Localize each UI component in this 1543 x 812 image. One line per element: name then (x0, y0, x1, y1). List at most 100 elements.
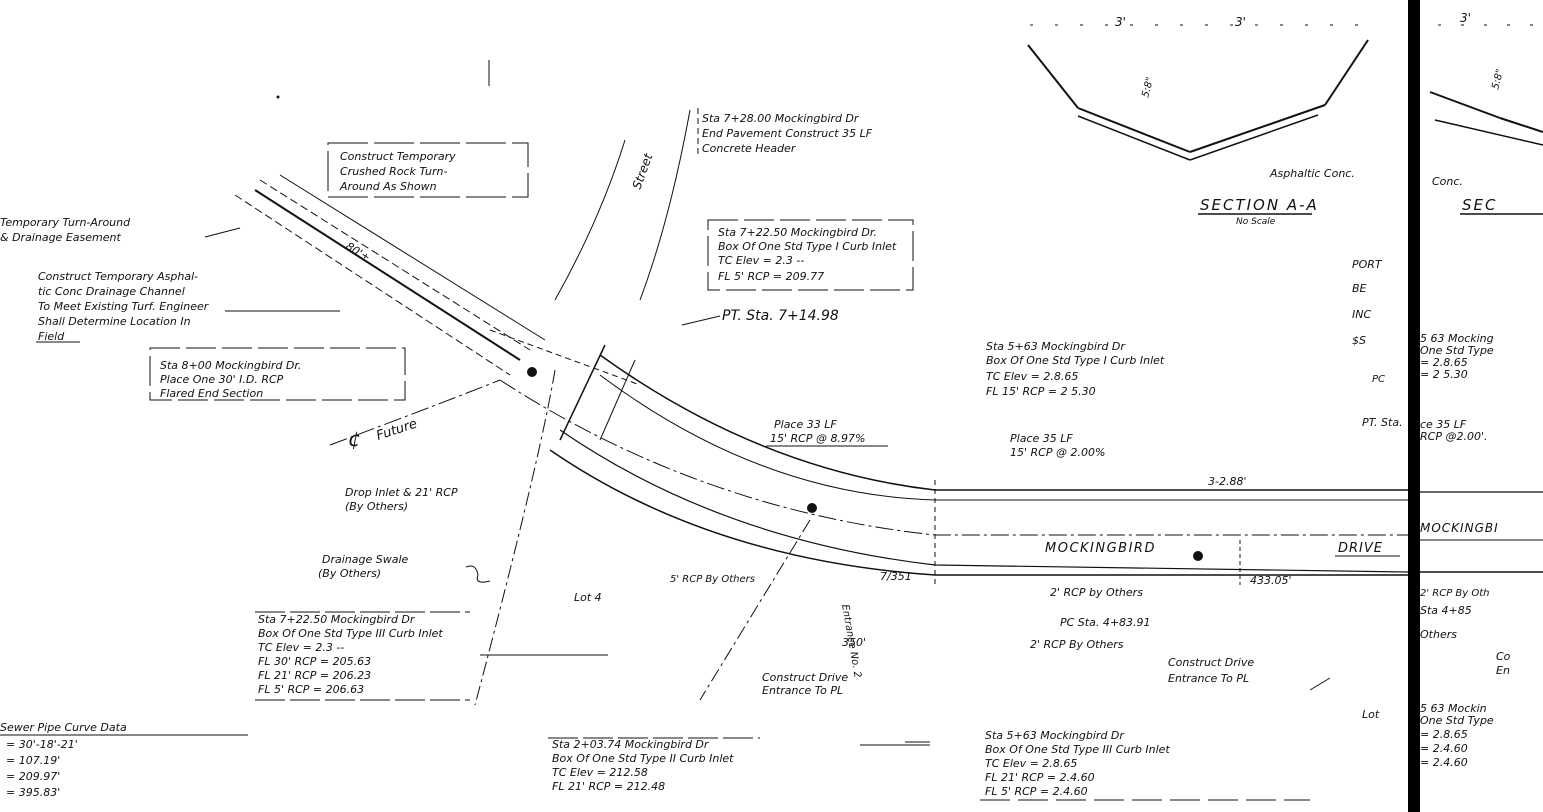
svg-text:FL 21' RCP = 206.23: FL 21' RCP = 206.23 (258, 669, 371, 682)
centerline-symbol: ¢ (348, 427, 361, 451)
note-sta-722-top: Sta 7+22.50 Mockingbird Dr. Box Of One S… (707, 219, 914, 291)
right-section-line (1429, 91, 1501, 119)
section-bottom-left (1077, 107, 1191, 153)
svg-text:2' RCP By Others: 2' RCP By Others (1030, 638, 1124, 651)
svg-text:Drainage Swale: Drainage Swale (322, 553, 409, 566)
note-sta-563-top: Sta 5+63 Mockingbird Dr Box Of One Std T… (986, 340, 1165, 398)
note-sta-728: Sta 7+28.00 Mockingbird Dr End Pavement … (697, 108, 873, 155)
dim-351: 7/351 (880, 570, 912, 583)
svg-text:Around As Shown: Around As Shown (339, 180, 437, 193)
svg-text:RCP @2.00'.: RCP @2.00'. (1420, 430, 1487, 443)
svg-text:Box Of One Std Type III Curb I: Box Of One Std Type III Curb Inlet (258, 627, 443, 640)
svg-text:PORT: PORT (1352, 258, 1383, 271)
svg-text:2' RCP by Others: 2' RCP by Others (1050, 586, 1143, 599)
right-place: ce 35 LF RCP @2.00'. (1420, 418, 1487, 443)
svg-text:Co: Co (1496, 650, 1511, 663)
svg-text:En: En (1496, 664, 1510, 677)
svg-text:End Pavement Construct 35 LF: End Pavement Construct 35 LF (702, 127, 873, 140)
inlet-dot-1 (527, 367, 537, 377)
section-a-a: 3' 3' 5:8" Asphaltic Conc. SECTION A-A N… (1027, 15, 1369, 227)
svg-text:tic Conc Drainage Channel: tic Conc Drainage Channel (38, 285, 185, 298)
svg-text:= 395.83': = 395.83' (6, 786, 60, 799)
svg-text:Entrance To PL: Entrance To PL (1168, 672, 1249, 685)
svg-text:Construct Drive: Construct Drive (762, 671, 848, 684)
section-title: SECTION A-A (1200, 196, 1319, 214)
svg-text:Entrance To PL: Entrance To PL (762, 684, 843, 697)
svg-text:Construct Temporary Asphal-: Construct Temporary Asphal- (38, 270, 198, 283)
svg-text:TC Elev = 2.3 --: TC Elev = 2.3 -- (718, 254, 804, 267)
turnaround-edge-2 (259, 179, 531, 351)
drive-centerline (499, 379, 1408, 536)
drive-end-right (599, 359, 636, 441)
section-bottom-right-2 (1189, 114, 1319, 161)
svg-text:Temporary Turn-Around: Temporary Turn-Around (0, 216, 131, 229)
drive-south-edge (559, 429, 1409, 573)
svg-text:= 2 5.30: = 2 5.30 (1420, 368, 1468, 381)
svg-text:15' RCP @ 8.97%: 15' RCP @ 8.97% (770, 432, 865, 445)
svg-text:FL 21' RCP = 2.4.60: FL 21' RCP = 2.4.60 (985, 771, 1095, 784)
svg-text:Sta 2+03.74 Mockingbird Dr: Sta 2+03.74 Mockingbird Dr (552, 738, 710, 751)
section-subtitle: No Scale (1236, 217, 1276, 227)
right-conc-label: Conc. (1432, 175, 1463, 188)
svg-text:Sta 7+28.00 Mockingbird Dr: Sta 7+28.00 Mockingbird Dr (702, 112, 860, 125)
pipe-line-3 (699, 519, 811, 701)
dim-43305: 433.05' (1250, 574, 1292, 587)
note-sta-563-bottom: Sta 5+63 Mockingbird Dr Box Of One Std T… (980, 729, 1310, 801)
svg-text:FL 5' RCP = 206.63: FL 5' RCP = 206.63 (258, 683, 364, 696)
sewer-curve-title: Sewer Pipe Curve Data (0, 721, 127, 734)
section-slope-label: 5:8" (1140, 76, 1156, 99)
svg-text:Box Of One Std Type III Curb I: Box Of One Std Type III Curb Inlet (985, 743, 1170, 756)
turnaround-edge-3 (279, 174, 546, 341)
pipe-line-1 (489, 329, 641, 386)
right-lot: Lot (1362, 708, 1380, 721)
note-rcp-others-1: 2' RCP by Others PC Sta. 4+83.91 2' RCP … (1030, 586, 1151, 651)
street-label: Street (630, 151, 656, 192)
svg-text:FL 30' RCP = 205.63: FL 30' RCP = 205.63 (258, 655, 371, 668)
right-section-line-2 (1499, 117, 1543, 133)
right-panel: 3' 5:8" Conc. SEC PORT BE INC $S 5 63 Mo… (1352, 11, 1543, 769)
section-bottom-right (1189, 104, 1326, 153)
svg-text:= 107.19': = 107.19' (6, 754, 60, 767)
svg-text:Place 33 LF: Place 33 LF (774, 418, 837, 431)
svg-text:PT. Sta. 7+14.98: PT. Sta. 7+14.98 (722, 308, 839, 324)
section-bottom-left-2 (1077, 115, 1191, 161)
svg-text:5 63 Mockin: 5 63 Mockin (1420, 702, 1487, 715)
svg-text:INC: INC (1352, 308, 1371, 321)
svg-text:ce 35 LF: ce 35 LF (1420, 418, 1467, 431)
svg-text:Sta 7+22.50 Mockingbird Dr.: Sta 7+22.50 Mockingbird Dr. (718, 226, 877, 239)
svg-text:Drop Inlet & 21' RCP: Drop Inlet & 21' RCP (345, 486, 458, 499)
svg-text:& Drainage Easement: & Drainage Easement (0, 231, 121, 244)
street-right-edge (639, 109, 691, 301)
future-label: Future (375, 417, 419, 444)
svg-text:Sta 5+63 Mockingbird Dr: Sta 5+63 Mockingbird Dr (985, 729, 1125, 742)
svg-text:One Std Type: One Std Type (1420, 344, 1494, 357)
drive-end-left (559, 344, 606, 441)
drive-label: DRIVE (1338, 541, 1383, 556)
svg-text:= 30'-18'-21': = 30'-18'-21' (6, 738, 78, 751)
note-construct-turnaround: Construct Temporary Crushed Rock Turn- A… (327, 142, 529, 198)
right-dim: 3' (1460, 11, 1471, 25)
note-construct-drive-2: Construct Drive Entrance To PL (1168, 656, 1331, 691)
svg-text:TC Elev = 2.3 --: TC Elev = 2.3 -- (258, 641, 344, 654)
note-sta-800: Sta 8+00 Mockingbird Dr. Place One 30' I… (149, 347, 406, 401)
svg-text:Others: Others (1420, 628, 1457, 641)
section-right-slope (1324, 39, 1369, 106)
svg-text:Sta 7+22.50 Mockingbird Dr: Sta 7+22.50 Mockingbird Dr (258, 613, 416, 626)
section-dim-right: 3' (1235, 15, 1246, 29)
svg-text:FL 5' RCP = 2.4.60: FL 5' RCP = 2.4.60 (985, 785, 1088, 798)
street-left-edge (554, 139, 626, 301)
portion-label: PORT BE INC $S (1352, 258, 1383, 347)
svg-text:TC Elev = 212.58: TC Elev = 212.58 (552, 766, 648, 779)
svg-text:PC Sta. 4+83.91: PC Sta. 4+83.91 (1060, 616, 1151, 629)
inlet-dot-2 (807, 503, 817, 513)
right-sta-563-top: 5 63 Mocking One Std Type = 2.8.65 = 2 5… (1420, 332, 1494, 381)
right-slope-label: 5:8" (1490, 68, 1506, 91)
right-sta-563-bottom: 5 63 Mockin One Std Type = 2.8.65 = 2.4.… (1420, 702, 1494, 769)
svg-text:(By Others): (By Others) (318, 567, 381, 580)
right-pt-station: PT. Sta. (1362, 416, 1403, 429)
section-dim-left: 3' (1115, 15, 1126, 29)
svg-text:Field: Field (38, 330, 65, 343)
turnaround-pipe (254, 189, 521, 361)
svg-text:Box Of One Std Type I Curb Inl: Box Of One Std Type I Curb Inlet (718, 240, 897, 253)
